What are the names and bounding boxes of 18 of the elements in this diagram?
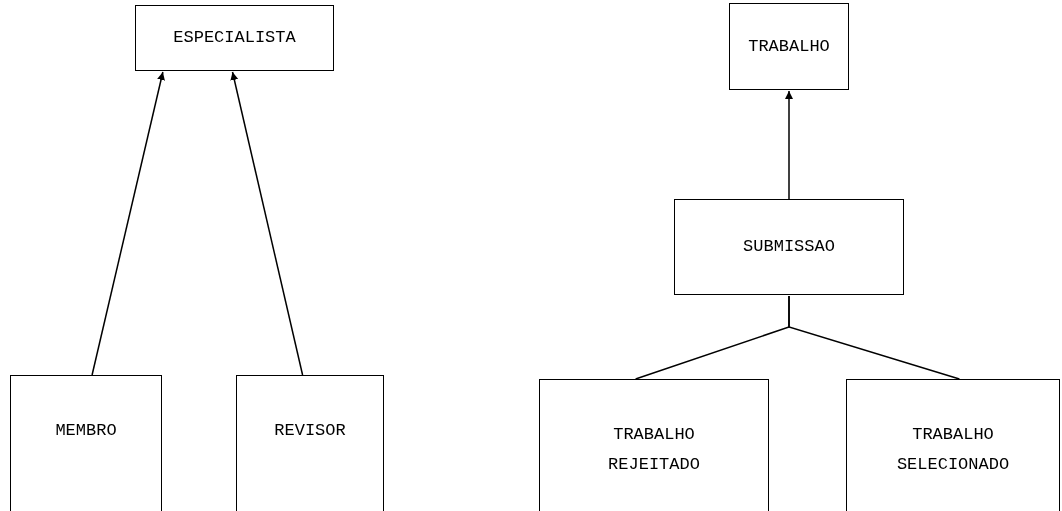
entity-box <box>236 375 384 511</box>
entity-name: MEMBRO <box>55 420 117 442</box>
entity-box <box>539 379 769 511</box>
arrow <box>230 71 304 376</box>
entity-box <box>10 375 162 511</box>
entity-name: TRABALHO REJEITADO <box>607 424 701 476</box>
entity-box <box>846 379 1060 511</box>
entity-name: SUBMISSAO <box>743 236 835 258</box>
entity-name: TRABALHO SELECIONADO <box>895 424 1011 476</box>
connector-line <box>788 295 961 380</box>
arrow <box>91 71 165 376</box>
entity-box <box>135 5 334 71</box>
entity-box <box>674 199 904 295</box>
entity-name: ESPECIALISTA <box>173 27 296 49</box>
entity-name: REVISOR <box>274 420 346 442</box>
arrow <box>785 90 793 200</box>
entity-box <box>729 3 849 90</box>
entity-name: TRABALHO <box>748 35 830 58</box>
